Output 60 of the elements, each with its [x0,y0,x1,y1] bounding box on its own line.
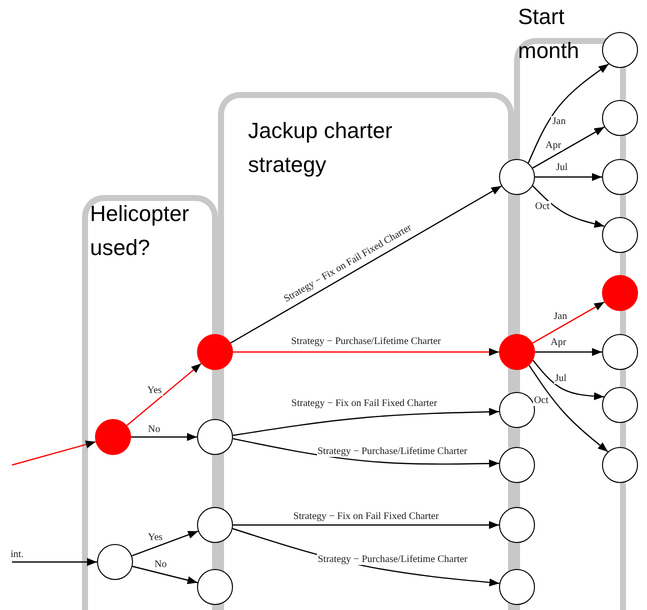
edge-label: Yes [146,532,164,543]
highlighted-node-circle [197,334,233,370]
edge-label: No [146,424,162,434]
edge-label: Strategy − Purchase/Lifetime Charter [290,336,442,346]
arrow [532,126,605,169]
highlighted-node-circle [602,275,638,311]
edge-label: Oct [534,201,551,212]
edge-label: Strategy − Purchase/Lifetime Charter [316,554,468,566]
edge-label: Jul [554,162,569,172]
arrow [535,173,602,181]
edge-label: Strategy − Fix on Fail Fixed Charter [292,510,440,522]
node-circle [197,419,233,455]
arrow [535,348,602,356]
edge-label: Jan [551,116,567,127]
edge-label: Apr [544,140,562,152]
arrow [232,438,500,468]
node-circle [602,159,638,195]
edge-label: Oct [532,394,550,406]
highlighted-node-circle [499,334,535,370]
edge-label: Yes [146,385,163,396]
edge-label: Jan [552,311,568,322]
arrow [12,440,96,466]
stage-heading: Helicopter used? [90,200,190,262]
node-circle [602,217,638,253]
node-circle [97,544,133,580]
node-circle [602,100,638,136]
arrow [528,364,608,452]
arrow [233,521,499,529]
edge-label: Jul [554,372,568,384]
arrow [232,408,500,436]
node-circle [499,159,535,195]
arrow [528,64,609,164]
node-circle [602,32,638,68]
highlighted-node-circle [95,419,131,455]
node-circle [499,569,535,605]
arrow [532,360,604,400]
edge-label: Apr [550,336,568,348]
arrow [132,566,198,584]
node-circle [602,447,638,483]
arrow [131,433,197,441]
node-circle [499,392,535,428]
node-circle [602,334,638,370]
stage-heading: Start month [518,3,580,66]
stage-heading: Jackup charter strategy [248,117,394,180]
node-circle [197,507,233,543]
node-circle [197,569,233,605]
arrow [132,530,198,556]
edge-label: Strategy − Fix on Fail Fixed Charter [290,398,438,410]
arrow [233,348,499,356]
node-circle [602,387,638,423]
arrow [12,558,97,566]
edge-label: int. [10,548,25,560]
arrow [532,301,605,344]
node-circle [499,447,535,483]
arrow [230,186,502,344]
arrow [126,363,202,426]
node-circle [499,507,535,543]
arrow [532,185,604,228]
edge-label: No [154,558,168,570]
edge-label: Strategy − Purchase/Lifetime Charter [316,446,468,458]
